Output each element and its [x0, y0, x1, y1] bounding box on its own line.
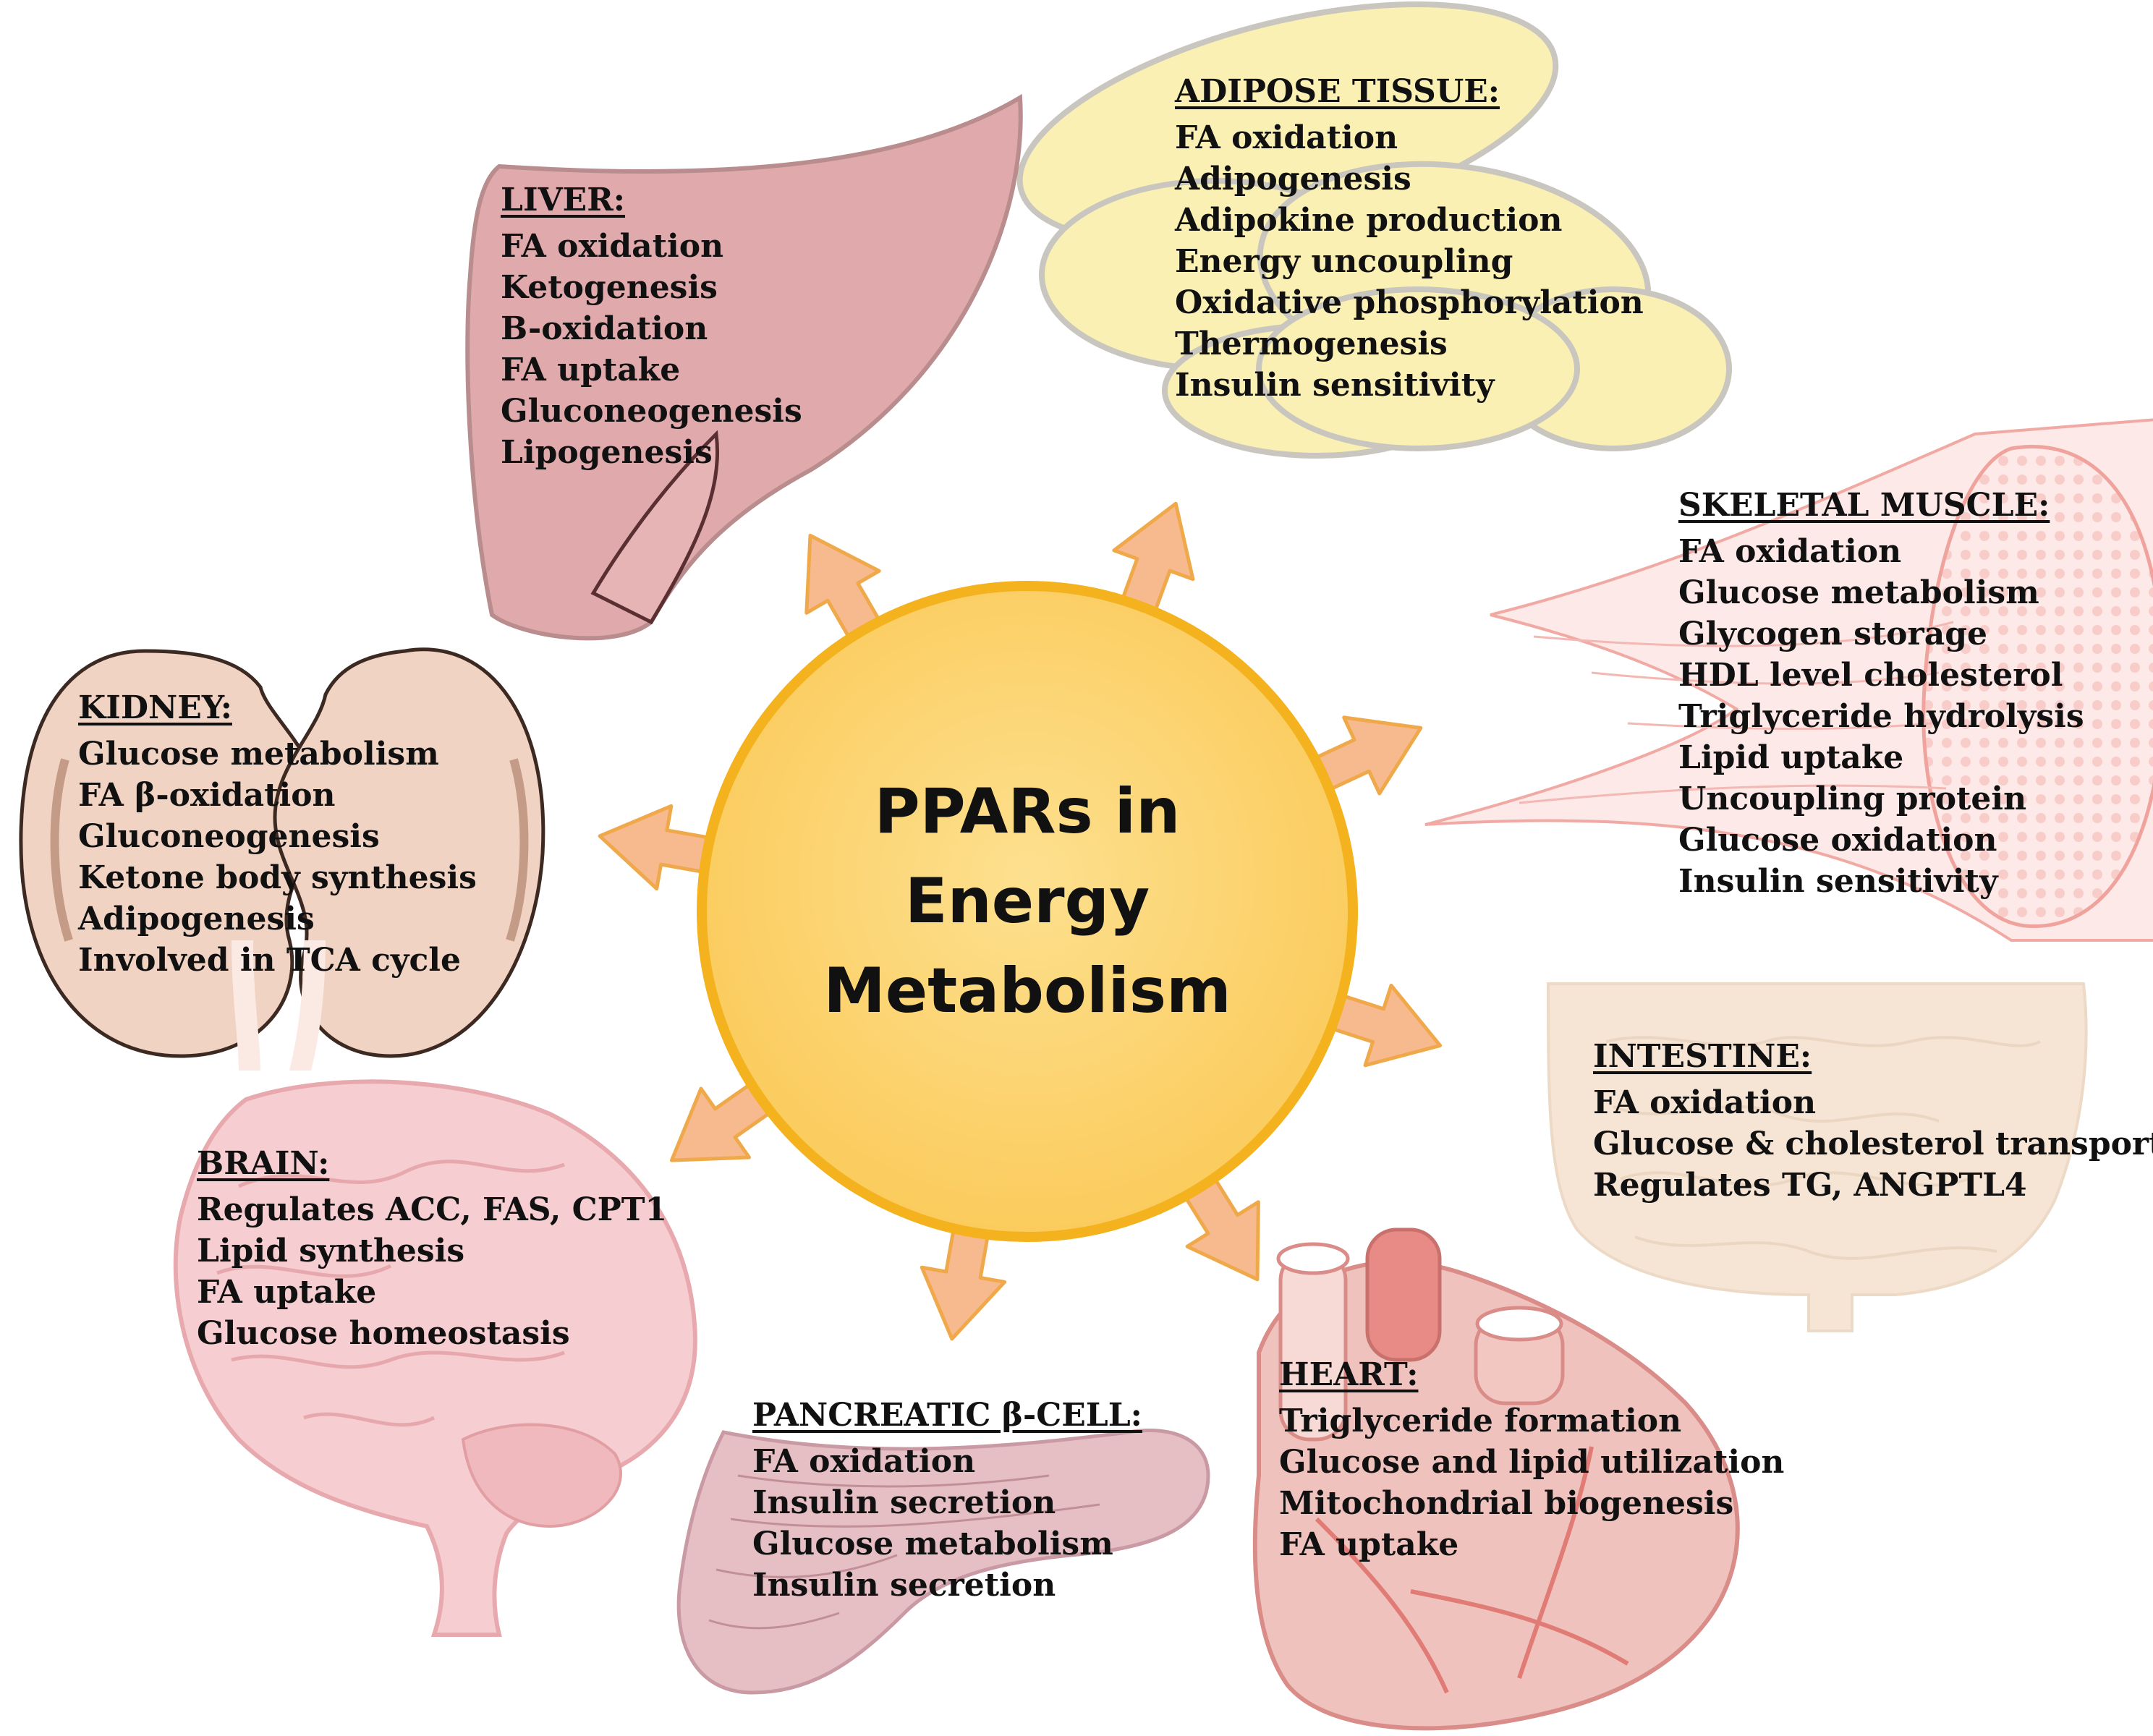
kidney-title: KIDNEY:: [78, 689, 232, 726]
list-item: Regulates TG, ANGPTL4: [1593, 1167, 2027, 1204]
list-item: Glucose metabolism: [78, 736, 439, 773]
pancreas-illustration: [676, 1429, 1210, 1695]
list-item: Gluconeogenesis: [78, 818, 380, 855]
list-item: Insulin secretion: [752, 1567, 1056, 1604]
list-item: Mitochondrial biogenesis: [1279, 1485, 1734, 1522]
list-item: FA oxidation: [501, 228, 724, 265]
list-item: Regulates ACC, FAS, CPT1: [197, 1191, 668, 1228]
skeletal-muscle-illustration: [1424, 418, 2153, 942]
list-item: B-oxidation: [501, 310, 708, 347]
pancreas-list: FA oxidation Insulin secretion Glucose m…: [752, 1441, 1142, 1606]
list-item: FA uptake: [1279, 1526, 1459, 1563]
intestine-illustration: [1546, 982, 2088, 1332]
brain-title: BRAIN:: [197, 1145, 330, 1182]
list-item: FA uptake: [501, 352, 681, 388]
list-item: Triglyceride formation: [1279, 1403, 1682, 1439]
kidney-panel: KIDNEY: Glucose metabolism FA β-oxidatio…: [78, 687, 477, 981]
list-item: Triglyceride hydrolysis: [1678, 698, 2084, 735]
list-item: Lipid synthesis: [197, 1233, 465, 1269]
intestine-title: INTESTINE:: [1593, 1038, 1812, 1075]
brain-list: Regulates ACC, FAS, CPT1 Lipid synthesis…: [197, 1189, 667, 1354]
skeletal-muscle-list: FA oxidation Glucose metabolism Glycogen…: [1678, 531, 2084, 902]
list-item: Glucose and lipid utilization: [1279, 1444, 1785, 1481]
intestine-list: FA oxidation Glucose & cholesterol trans…: [1593, 1082, 2153, 1206]
intestine-panel: INTESTINE: FA oxidation Glucose & choles…: [1593, 1036, 2153, 1206]
skeletal-muscle-title: SKELETAL MUSCLE:: [1678, 487, 2050, 524]
center-title-line-1: PPARs in: [874, 775, 1181, 848]
skeletal-muscle-panel: SKELETAL MUSCLE: FA oxidation Glucose me…: [1678, 485, 2084, 902]
list-item: Gluconeogenesis: [501, 393, 802, 430]
list-item: Energy uncoupling: [1175, 243, 1513, 280]
list-item: FA β-oxidation: [78, 777, 336, 814]
list-item: Lipogenesis: [501, 434, 713, 471]
adipose-illustration: [1016, 1, 1732, 459]
list-item: Ketone body synthesis: [78, 859, 477, 896]
heart-list: Triglyceride formation Glucose and lipid…: [1279, 1400, 1784, 1565]
list-item: Insulin secretion: [752, 1484, 1056, 1521]
list-item: Involved in TCA cycle: [78, 942, 461, 979]
adipose-panel: ADIPOSE TISSUE: FA oxidation Adipogenesi…: [1175, 71, 1644, 406]
list-item: Adipogenesis: [78, 901, 315, 937]
list-item: FA oxidation: [752, 1443, 976, 1480]
brain-illustration: [173, 1079, 697, 1637]
list-item: FA uptake: [197, 1274, 377, 1311]
center-title-line-2: Energy: [904, 865, 1150, 937]
liver-list: FA oxidation Ketogenesis B-oxidation FA …: [501, 226, 802, 473]
list-item: Glucose oxidation: [1678, 822, 1997, 859]
list-item: Insulin sensitivity: [1678, 863, 1998, 900]
pancreas-panel: PANCREATIC β-CELL: FA oxidation Insulin …: [752, 1395, 1142, 1606]
list-item: Glucose & cholesterol transport: [1593, 1126, 2153, 1162]
hub-circle: [697, 581, 1358, 1242]
adipose-list: FA oxidation Adipogenesis Adipokine prod…: [1175, 117, 1644, 406]
pancreas-title: PANCREATIC β-CELL:: [752, 1397, 1142, 1434]
center-title-line-3: Metabolism: [823, 955, 1231, 1027]
list-item: Adipokine production: [1175, 202, 1563, 239]
list-item: Ketogenesis: [501, 269, 718, 306]
brain-panel: BRAIN: Regulates ACC, FAS, CPT1 Lipid sy…: [197, 1143, 667, 1354]
center-title: PPARs in Energy Metabolism: [745, 767, 1309, 1036]
list-item: Adipogenesis: [1175, 161, 1411, 197]
adipose-title: ADIPOSE TISSUE:: [1175, 73, 1500, 110]
list-item: FA oxidation: [1175, 119, 1398, 156]
list-item: Insulin sensitivity: [1175, 367, 1495, 404]
list-item: HDL level cholesterol: [1678, 657, 2063, 694]
list-item: FA oxidation: [1678, 533, 1902, 570]
kidney-list: Glucose metabolism FA β-oxidation Glucon…: [78, 733, 477, 981]
list-item: Glycogen storage: [1678, 616, 1987, 652]
list-item: Thermogenesis: [1175, 326, 1448, 362]
list-item: Oxidative phosphorylation: [1175, 284, 1644, 321]
list-item: Lipid uptake: [1678, 739, 1904, 776]
liver-title: LIVER:: [501, 182, 626, 218]
heart-illustration: [1252, 1227, 1740, 1731]
liver-panel: LIVER: FA oxidation Ketogenesis B-oxidat…: [501, 179, 802, 473]
list-item: Uncoupling protein: [1678, 780, 2027, 817]
heart-title: HEART:: [1279, 1356, 1419, 1393]
list-item: Glucose metabolism: [1678, 574, 2039, 611]
heart-panel: HEART: Triglyceride formation Glucose an…: [1279, 1354, 1784, 1565]
kidney-illustration: [19, 647, 545, 1071]
liver-illustration: [465, 93, 1023, 641]
list-item: Glucose metabolism: [752, 1526, 1113, 1562]
list-item: FA oxidation: [1593, 1084, 1817, 1121]
list-item: Glucose homeostasis: [197, 1315, 570, 1352]
radial-arrows: [598, 501, 1443, 1341]
